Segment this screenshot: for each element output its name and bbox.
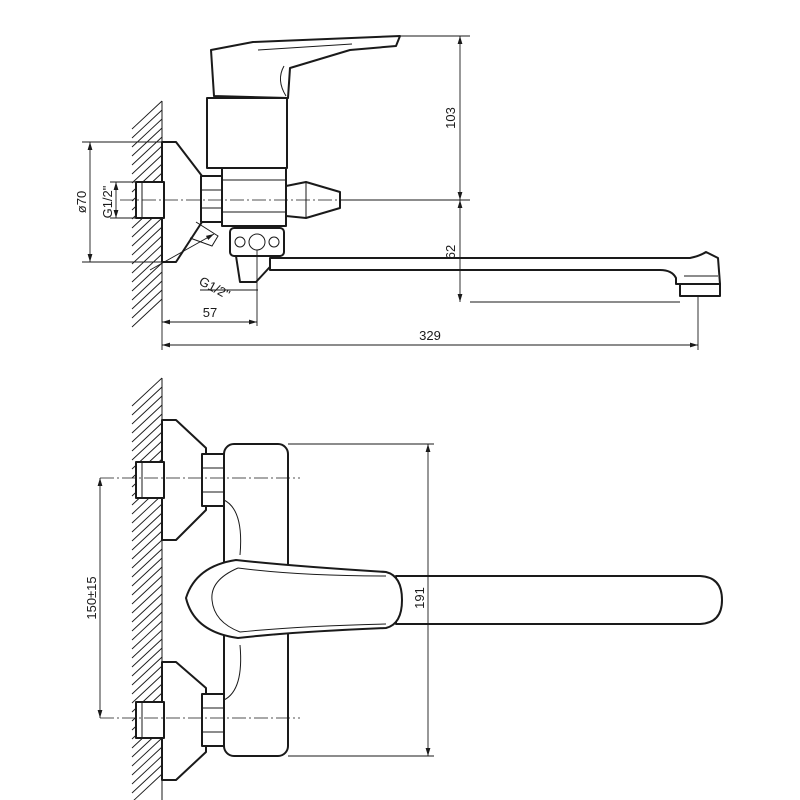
dim-329-label: 329 — [419, 328, 441, 343]
wall-hatch-line — [131, 503, 163, 533]
wall-hatch-line — [131, 557, 163, 587]
dim-329: 329 — [161, 296, 699, 350]
wall-hatch-line — [131, 136, 163, 166]
wall-hatch-line — [131, 539, 163, 569]
dim-flange: ø70 — [74, 141, 162, 263]
dim-57: 57 — [162, 250, 258, 326]
wall-hatch-line — [131, 271, 163, 301]
dim-191: 191 — [288, 443, 434, 757]
wall-hatch-line — [131, 422, 163, 452]
wall-hatch-line — [131, 226, 163, 256]
wall-hatch-line — [131, 100, 163, 130]
wall-hatch-line — [131, 145, 163, 175]
wall-hatch-line — [131, 746, 163, 776]
wall-hatch-line — [131, 217, 163, 247]
side-view: 103 62 ø70 G1/2" G1/2" — [74, 35, 721, 350]
dim-flange-label: ø70 — [74, 191, 89, 213]
wall-hatch-line — [131, 602, 163, 632]
wall-hatch-line — [131, 109, 163, 139]
wall-hatch-line — [131, 737, 163, 767]
wall-hatch-line — [131, 235, 163, 265]
wall-hatch-line — [131, 620, 163, 650]
wall-hatch-line — [131, 647, 163, 677]
dim-103-label: 103 — [443, 107, 458, 129]
spout-side — [269, 251, 721, 285]
wall-hatch-line — [131, 154, 163, 184]
dim-150: 150±15 — [84, 478, 103, 718]
wall-fitting-upper-front — [135, 461, 165, 499]
dim-62-label: 62 — [443, 245, 458, 259]
wall-hatch-line — [131, 377, 163, 407]
hex-nut-lower-front — [201, 693, 227, 747]
dim-57-label: 57 — [203, 305, 217, 320]
flange-lower-front — [161, 661, 207, 781]
wall-hatch-line — [131, 253, 163, 283]
wall-hatch-line — [131, 431, 163, 461]
wall-hatch-line — [131, 262, 163, 292]
wall-hatch-line — [131, 584, 163, 614]
wall-hatch-line — [131, 674, 163, 704]
dim-62: 62 — [443, 200, 680, 303]
wall-hatch-line — [131, 638, 163, 668]
wall-hatch-line — [131, 521, 163, 551]
wall-hatch-line — [131, 629, 163, 659]
dim-150-label: 150±15 — [84, 576, 99, 619]
wall-hatch-line — [133, 773, 163, 800]
dim-thread-lower-label: G1/2" — [197, 273, 233, 302]
wall-hatch-line — [131, 404, 163, 434]
wall-hatch-line — [131, 755, 163, 785]
wall-hatch-line — [131, 395, 163, 425]
dim-103: 103 — [340, 35, 470, 201]
wall-hatch-line — [131, 244, 163, 274]
flange-upper-front — [161, 419, 207, 541]
hex-nut-upper-front — [201, 453, 227, 507]
dim-thread-upper-label: G1/2" — [100, 185, 115, 218]
dim-thread-upper: G1/2" — [100, 181, 136, 219]
lever-handle-front — [185, 559, 403, 639]
wall-hatch-line — [131, 575, 163, 605]
wall-hatch-line — [131, 289, 163, 319]
wall-hatch-line — [131, 548, 163, 578]
wall-hatch-line — [131, 118, 163, 148]
lever-handle-side — [210, 35, 401, 99]
wall-hatch-line — [131, 280, 163, 310]
wall-hatch-line — [131, 530, 163, 560]
wall-hatch-line — [131, 611, 163, 641]
wall-hatch-line — [131, 665, 163, 695]
wall-hatch-line — [131, 656, 163, 686]
valve-body-side — [206, 97, 288, 227]
wall-hatch-line — [131, 566, 163, 596]
dim-191-label: 191 — [412, 587, 427, 609]
wall-hatch-line — [131, 413, 163, 443]
wall-hatch-line — [131, 298, 163, 328]
wall-hatch-line — [131, 386, 163, 416]
spout-front — [395, 575, 723, 625]
front-view: 150±15 191 — [84, 377, 723, 800]
wall-fitting-lower-front — [135, 701, 165, 739]
wall-hatch-line — [131, 512, 163, 542]
wall-hatch-line — [131, 494, 163, 524]
wall-hatch-line — [131, 764, 163, 794]
wall-hatch-line — [131, 593, 163, 623]
